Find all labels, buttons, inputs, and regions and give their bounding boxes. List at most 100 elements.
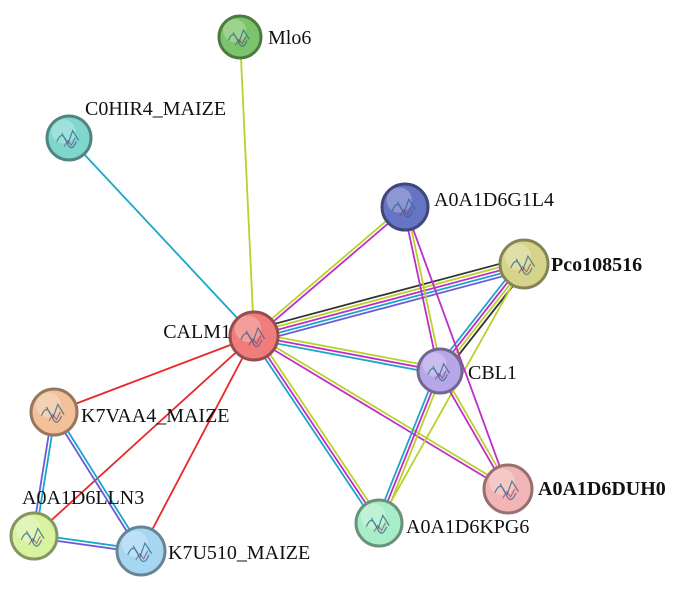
edge-strand — [252, 260, 524, 334]
protein-structure-icon — [127, 541, 153, 563]
edge-strand — [255, 333, 383, 522]
node-circle[interactable] — [9, 511, 59, 561]
protein-structure-icon — [56, 129, 80, 149]
edge-strand — [252, 205, 405, 336]
edge-calm1-a0a1d6duh0 — [252, 333, 510, 492]
edge-strand — [33, 335, 255, 537]
node-pco108516[interactable] — [498, 238, 550, 290]
node-circle[interactable] — [115, 525, 167, 577]
edge-calm1-a0a1d6kpg6 — [250, 333, 383, 526]
node-calm1[interactable] — [228, 310, 280, 362]
node-highlight — [121, 530, 149, 557]
protein-structure-icon — [494, 479, 520, 501]
protein-structure-icon — [365, 514, 390, 534]
nodes-layer — [9, 14, 550, 577]
node-label-c0hir4: C0HIR4_MAIZE — [85, 98, 226, 120]
edge-strand — [252, 336, 508, 492]
edge-calm1-k7vaa4 — [53, 335, 255, 413]
node-a0a1d6duh0[interactable] — [482, 463, 534, 515]
edge-calm1-a0a1d6lln3 — [33, 335, 255, 537]
node-highlight — [504, 243, 532, 270]
edge-calm1-mlo6 — [239, 36, 255, 337]
edge-strand — [254, 266, 526, 340]
node-circle[interactable] — [498, 238, 550, 290]
edge-strand — [253, 263, 525, 337]
node-label-a0a1d6kpg6: A0A1D6KPG6 — [406, 516, 529, 538]
node-k7vaa4[interactable] — [29, 387, 79, 437]
edge-strand — [404, 206, 509, 490]
node-mlo6[interactable] — [217, 14, 263, 60]
node-highlight — [51, 119, 76, 144]
protein-structure-icon — [227, 28, 250, 47]
edge-strand — [253, 335, 380, 524]
node-label-a0a1d6g1l4: A0A1D6G1L4 — [434, 189, 554, 211]
node-circle[interactable] — [29, 387, 79, 437]
node-a0a1d6kpg6[interactable] — [354, 498, 404, 548]
edge-strand — [51, 412, 141, 553]
edge-strand — [254, 331, 441, 369]
protein-structure-icon — [391, 198, 416, 218]
edge-strand — [381, 371, 444, 525]
edge-strand — [405, 206, 443, 371]
edge-strand — [250, 337, 378, 526]
node-cbl1[interactable] — [416, 347, 464, 395]
edge-calm1-k7u510 — [140, 335, 255, 552]
edge-k7vaa4-k7u510 — [51, 410, 144, 553]
node-circle[interactable] — [354, 498, 404, 548]
node-highlight — [422, 352, 447, 377]
protein-structure-icon — [427, 362, 451, 382]
edge-cbl1-a0a1d6kpg6 — [375, 369, 444, 525]
edge-strand — [140, 335, 255, 552]
edge-calm1-cbl1 — [253, 331, 441, 376]
node-label-a0a1d6lln3: A0A1D6LLN3 — [22, 487, 144, 509]
node-a0a1d6g1l4[interactable] — [380, 182, 430, 232]
node-label-a0a1d6duh0: A0A1D6DUH0 — [538, 478, 666, 500]
node-k7u510[interactable] — [115, 525, 167, 577]
node-label-calm1: CALM1 — [163, 321, 231, 343]
node-c0hir4[interactable] — [45, 114, 93, 162]
node-label-k7vaa4: K7VAA4_MAIZE — [81, 405, 230, 427]
edge-strand — [255, 269, 526, 344]
node-label-cbl1: CBL1 — [468, 362, 517, 384]
node-circle[interactable] — [45, 114, 93, 162]
node-circle[interactable] — [228, 310, 280, 362]
node-a0a1d6lln3[interactable] — [9, 511, 59, 561]
edge-strand — [239, 36, 255, 337]
protein-structure-icon — [510, 254, 536, 276]
node-highlight — [234, 315, 262, 342]
node-label-pco108516: Pco108516 — [551, 254, 642, 276]
node-highlight — [360, 503, 386, 529]
edge-calm1-c0hir4 — [68, 137, 255, 337]
edge-calm1-a0a1d6g1l4 — [252, 205, 407, 338]
edge-a0a1d6g1l4-cbl1 — [402, 206, 443, 372]
node-label-k7u510: K7U510_MAIZE — [168, 542, 310, 564]
edge-strand — [402, 207, 440, 372]
node-circle[interactable] — [217, 14, 263, 60]
edge-strand — [254, 333, 510, 489]
protein-structure-icon — [20, 527, 45, 547]
edge-strand — [253, 338, 440, 376]
edge-strand — [54, 410, 144, 551]
edge-strand — [252, 256, 523, 331]
node-circle[interactable] — [416, 347, 464, 395]
node-label-mlo6: Mlo6 — [268, 27, 311, 49]
protein-structure-icon — [40, 403, 65, 423]
node-circle[interactable] — [482, 463, 534, 515]
node-circle[interactable] — [380, 182, 430, 232]
edge-strand — [53, 335, 255, 413]
edge-strand — [254, 207, 407, 338]
node-highlight — [15, 516, 41, 542]
edge-strand — [375, 369, 438, 523]
edge-strand — [378, 370, 441, 524]
node-highlight — [386, 187, 412, 213]
edge-strand — [68, 137, 255, 337]
node-highlight — [488, 468, 516, 495]
protein-structure-icon — [240, 326, 266, 348]
edge-calm1-pco108516 — [252, 256, 526, 344]
edge-a0a1d6g1l4-a0a1d6duh0 — [404, 206, 509, 490]
node-highlight — [35, 392, 61, 418]
edge-strand — [253, 335, 441, 372]
